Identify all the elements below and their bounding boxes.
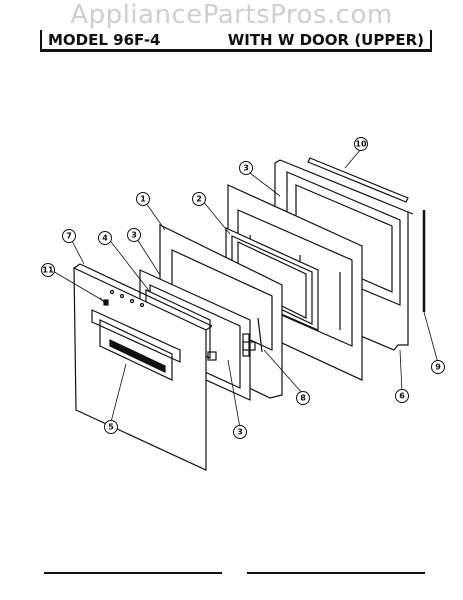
callout-10 [354, 137, 368, 151]
callout-label: 2 [196, 195, 202, 204]
callout-4 [98, 231, 112, 245]
callout-label: 7 [66, 232, 72, 241]
callout-label: 3 [237, 428, 243, 437]
callout-label: 1 [140, 195, 146, 204]
diagram-header: MODEL 96F-4 WITH W DOOR (UPPER) [40, 30, 432, 52]
bottom-bracket [207, 351, 217, 361]
callout-label: 5 [108, 423, 114, 432]
callout-9 [431, 360, 445, 374]
outer-door-panel [73, 263, 213, 471]
callout-label: 8 [300, 394, 306, 403]
callout-label: 10 [355, 140, 367, 149]
callout-7 [62, 229, 76, 243]
callout-11 [41, 263, 55, 277]
callout-label: 3 [243, 164, 249, 173]
model-label: MODEL 96F-4 [48, 30, 161, 49]
callout-3-mid [127, 228, 141, 242]
callout-label: 4 [102, 234, 108, 243]
callout-5 [104, 420, 118, 434]
callout-label: 6 [399, 392, 405, 401]
callout-8 [296, 391, 310, 405]
callout-2 [192, 192, 206, 206]
callout-6 [395, 389, 409, 403]
diagram-title: WITH W DOOR (UPPER) [227, 30, 424, 49]
top-trim-strip [307, 157, 409, 203]
callout-3-top [239, 161, 253, 175]
callout-label: 11 [42, 266, 54, 275]
callout-label: 9 [435, 363, 441, 372]
callout-label: 3 [131, 231, 137, 240]
callout-3-bottom [233, 425, 247, 439]
callout-1 [136, 192, 150, 206]
watermark: AppliancePartsPros.com [70, 0, 393, 30]
